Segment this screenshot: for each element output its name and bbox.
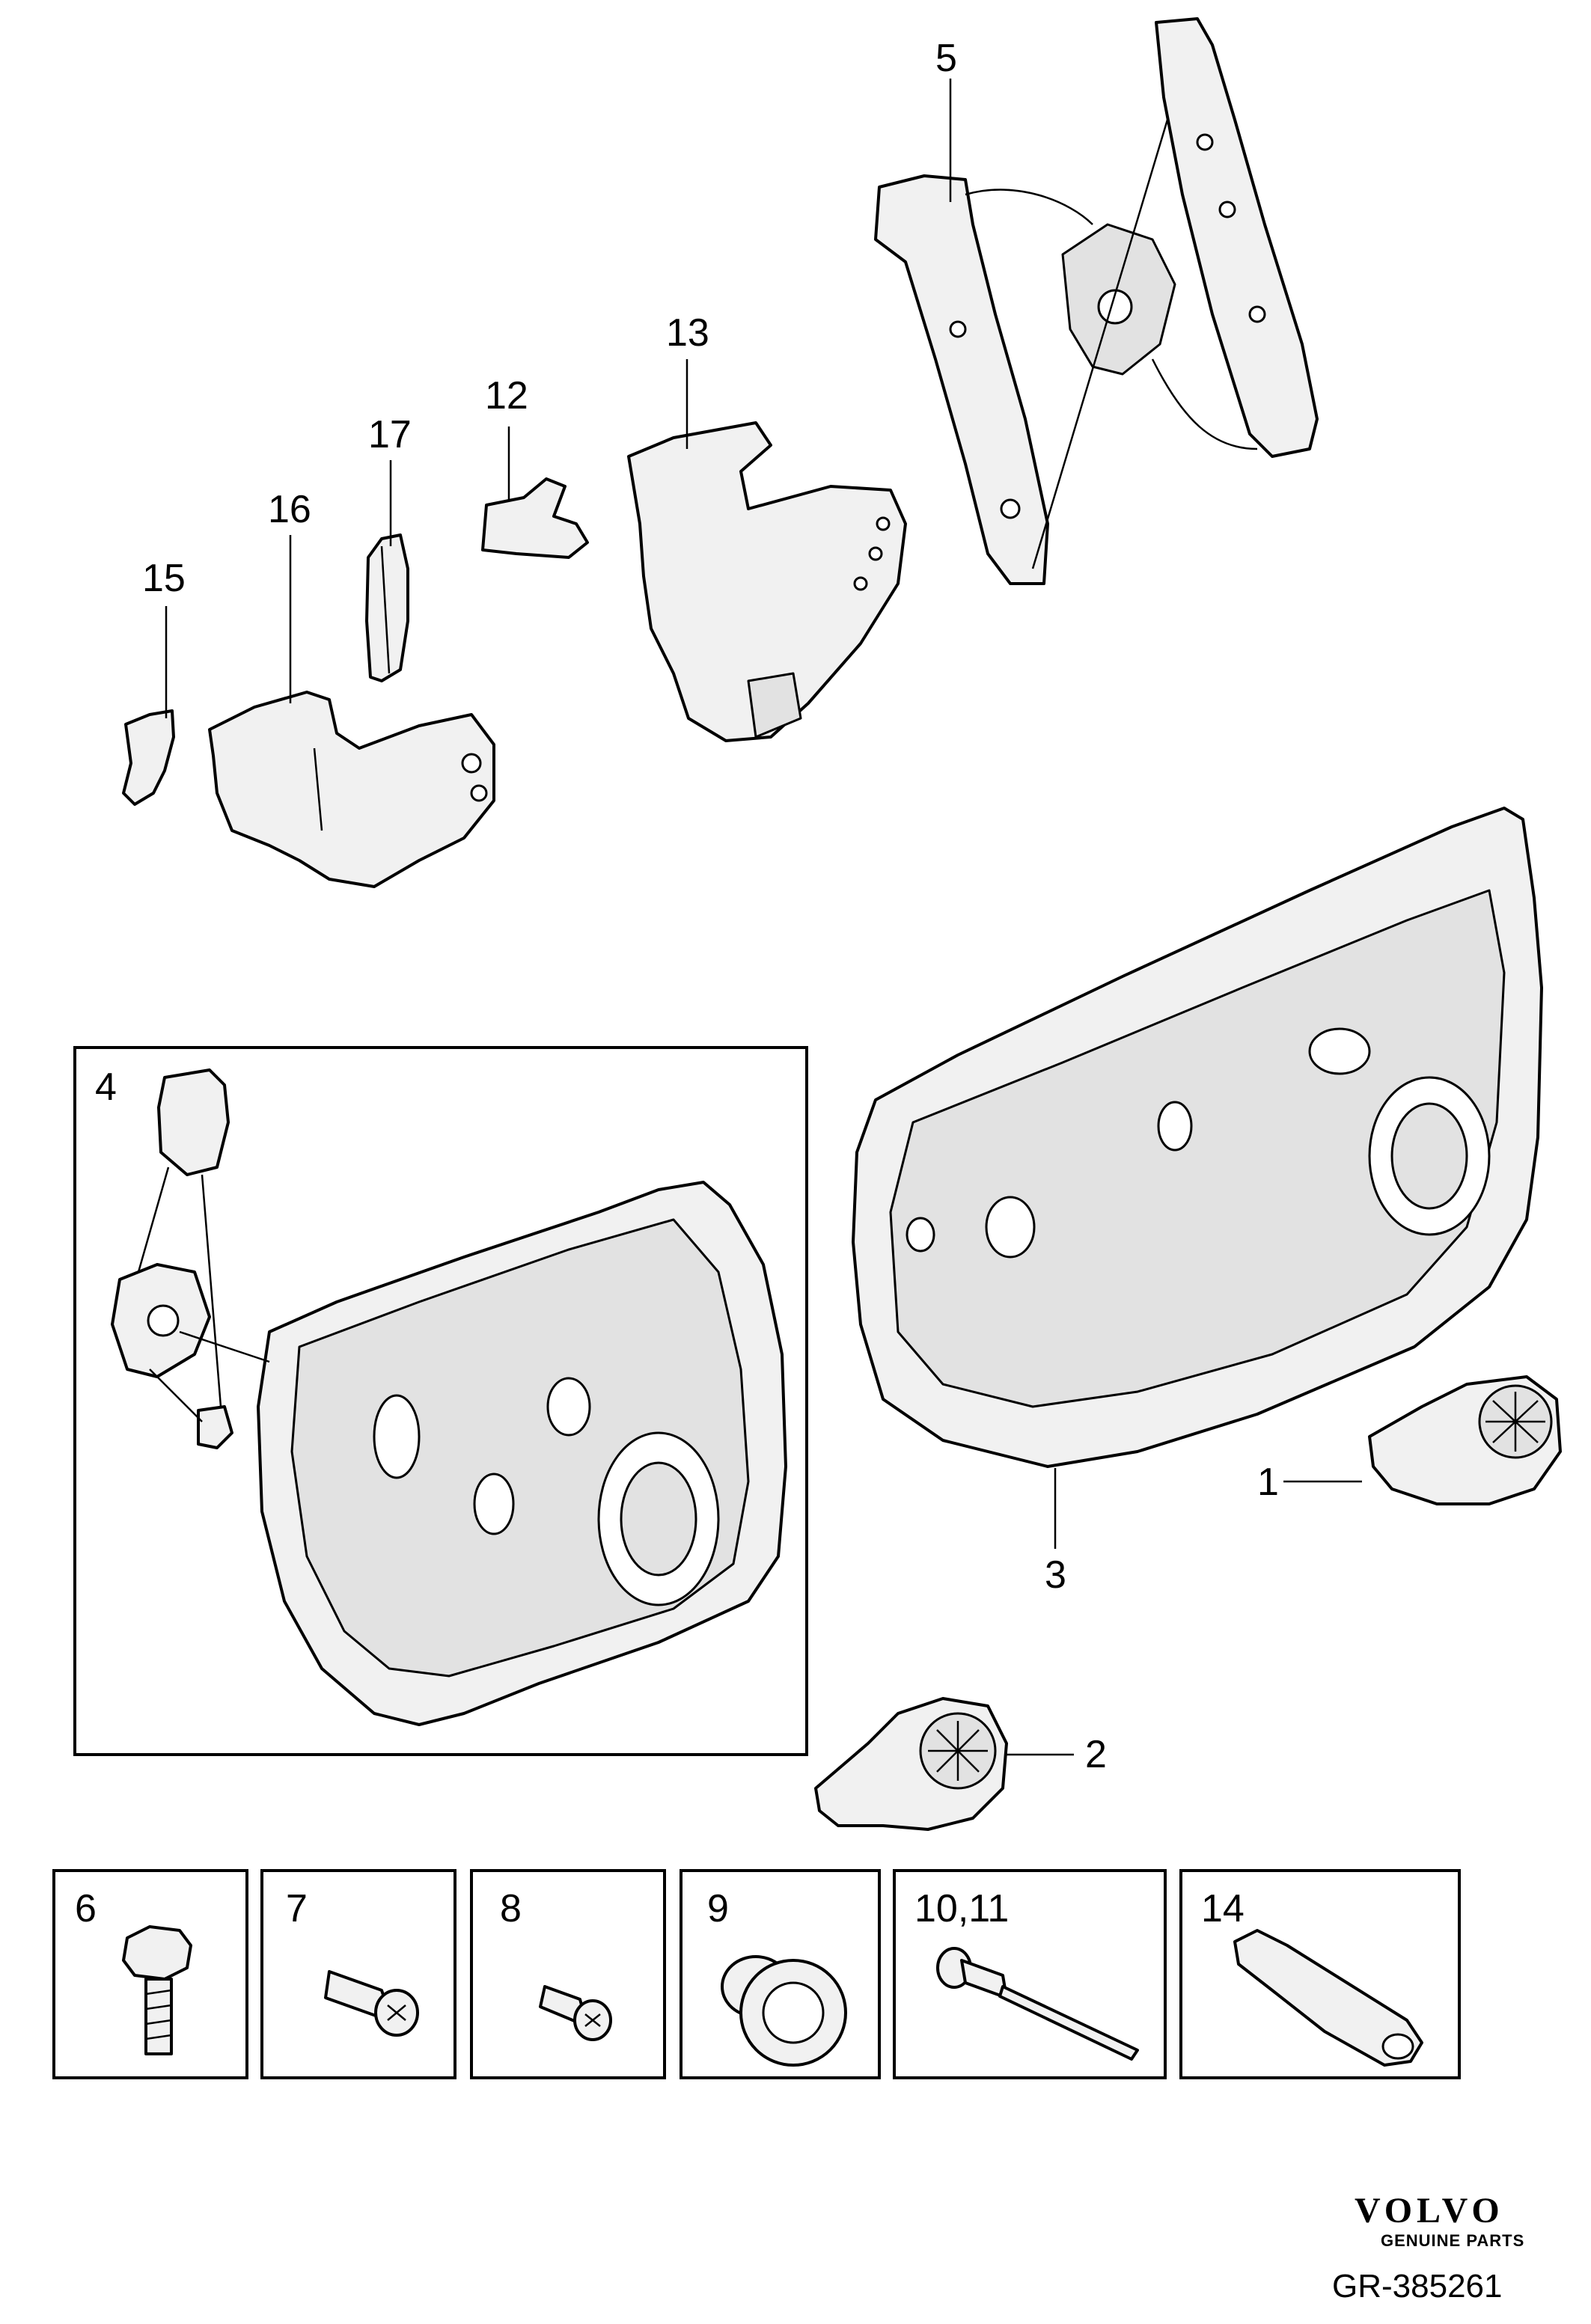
- window-motor-1-part: [1368, 1375, 1562, 1505]
- callout-2: 2: [1085, 1733, 1107, 1776]
- door-module-carrier-3-part: [852, 807, 1543, 1468]
- bracket-16-part: [208, 691, 495, 888]
- window-motor-2-part: [814, 1697, 1008, 1831]
- callout-10-11: 10,11: [914, 1887, 1009, 1930]
- rivet-10-11-part: [936, 1947, 1139, 2061]
- part-4-box: [73, 1046, 808, 1756]
- part-9-box: [680, 1869, 881, 2079]
- callout-12: 12: [485, 374, 528, 418]
- cover-17-part: [365, 533, 409, 682]
- bolt-6-part: [122, 1925, 192, 2055]
- callout-8: 8: [500, 1887, 522, 1930]
- grommet-9-part: [721, 1955, 847, 2067]
- brand-name: VOLVO: [1355, 2191, 1504, 2230]
- clip-12-part: [481, 477, 589, 559]
- callout-13: 13: [666, 311, 709, 355]
- bracket-15-part: [122, 709, 175, 806]
- small-parts-row: 6 7 8 9 10,11 14: [52, 1869, 1461, 2079]
- screw-8-part: [539, 1985, 612, 2041]
- callout-5: 5: [935, 37, 957, 80]
- callout-7: 7: [286, 1887, 308, 1930]
- callout-16: 16: [268, 488, 311, 531]
- callout-3: 3: [1045, 1553, 1066, 1597]
- callout-14: 14: [1201, 1887, 1245, 1930]
- window-regulator-part: [874, 17, 1319, 585]
- part-7-box: [260, 1869, 456, 2079]
- callout-leaders: [165, 79, 1362, 1756]
- door-module-assembly-4-part: [111, 1068, 787, 1726]
- callout-6: 6: [75, 1887, 97, 1930]
- callout-9: 9: [707, 1887, 729, 1930]
- brand-block: VOLVO GENUINE PARTS GR-385261: [1332, 2191, 1524, 2305]
- part-6-box: [52, 1869, 248, 2079]
- callout-4: 4: [95, 1065, 117, 1109]
- screw-7-part: [324, 1970, 419, 2037]
- bracket-13-part: [627, 421, 907, 742]
- diagram-reference: GR-385261: [1332, 2268, 1502, 2305]
- callout-1: 1: [1257, 1461, 1279, 1504]
- part-14-box: [1179, 1869, 1461, 2079]
- part-10-11-box: [893, 1869, 1167, 2079]
- brand-tagline: GENUINE PARTS: [1381, 2231, 1524, 2250]
- sleeve-14-part: [1233, 1929, 1423, 2067]
- callout-17: 17: [368, 413, 412, 456]
- callout-15: 15: [142, 557, 186, 600]
- part-8-box: [470, 1869, 666, 2079]
